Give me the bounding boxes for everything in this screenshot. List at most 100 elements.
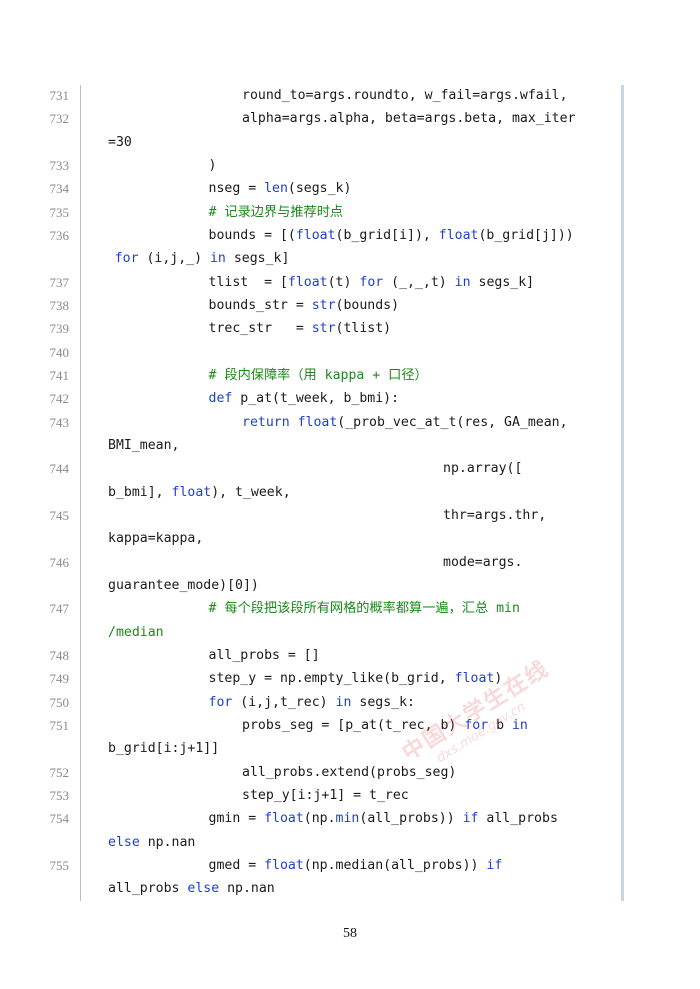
code-line: /median	[0, 621, 700, 644]
code-keyword: float	[297, 414, 338, 430]
code-line: all_probs else np.nan	[0, 877, 700, 900]
code-keyword: float	[438, 227, 479, 243]
code-keyword: float	[295, 227, 336, 243]
code-token: np.nan	[139, 834, 196, 850]
code-text: )	[209, 154, 217, 177]
code-comment: # 段内保障率（用 kappa + 口径）	[208, 367, 428, 383]
code-keyword: in	[511, 717, 528, 733]
code-line: 731 round_to=args.roundto, w_fail=args.wf…	[0, 84, 700, 107]
code-token: (np.median(all_probs))	[303, 857, 487, 873]
line-number: 739	[49, 321, 70, 337]
code-comment: /median	[108, 624, 164, 640]
code-token: thr=args.thr,	[443, 507, 547, 523]
code-token: )	[208, 157, 217, 173]
code-token: (b_grid[j]))	[478, 227, 574, 243]
code-token: probs_seg = [p_at(t_rec, b)	[242, 717, 465, 733]
code-keyword: float	[287, 274, 328, 290]
code-line: 753 step_y[i:j+1] = t_rec	[0, 784, 700, 807]
code-line: 749 step_y = np.empty_like(b_grid, float)	[0, 667, 700, 690]
code-text: probs_seg = [p_at(t_rec, b) for b in	[242, 714, 528, 737]
code-line: b_bmi], float), t_week,	[0, 481, 700, 504]
code-token: alpha=args.alpha, beta=args.beta, max_it…	[242, 111, 576, 127]
code-text: thr=args.thr,	[443, 504, 546, 527]
code-line: else np.nan	[0, 831, 700, 854]
code-text: # 记录边界与推荐时点	[209, 201, 344, 224]
code-token: nseg =	[208, 181, 265, 197]
code-keyword: in	[209, 251, 226, 267]
code-text: bounds_str = str(bounds)	[209, 294, 400, 317]
code-token: b_grid[i:j+1]]	[108, 741, 220, 757]
code-line: kappa=kappa,	[0, 527, 700, 550]
code-line: 741# 段内保障率（用 kappa + 口径）	[0, 364, 700, 387]
code-text: step_y[i:j+1] = t_rec	[242, 784, 409, 807]
line-number: 748	[49, 647, 70, 663]
code-keyword: float	[264, 857, 304, 873]
code-line: 734 nseg = len(segs_k)	[0, 177, 700, 200]
line-number: 738	[49, 297, 70, 313]
code-token: trec_str =	[208, 321, 312, 337]
code-token: np.array([	[443, 461, 523, 477]
code-token: b	[488, 717, 512, 733]
line-number: 751	[49, 717, 70, 733]
code-token: gmed =	[208, 857, 265, 873]
code-text: else np.nan	[108, 831, 195, 854]
code-text: # 每个段把该段所有网格的概率都算一遍，汇总 min	[209, 597, 520, 620]
code-keyword: if	[462, 811, 479, 827]
code-token: (bounds)	[335, 297, 400, 313]
code-text: round_to=args.roundto, w_fail=args.wfail…	[242, 84, 568, 107]
code-text: np.array([	[443, 457, 522, 480]
page-number: 58	[343, 926, 357, 941]
code-keyword: float	[454, 671, 495, 687]
code-token: p_at(t_week, b_bmi):	[232, 391, 400, 407]
line-number: 742	[49, 391, 70, 407]
line-number: 749	[49, 671, 70, 687]
code-token: (_prob_vec_at_t(res, GA_mean,	[337, 414, 568, 430]
line-number: 744	[49, 461, 70, 477]
code-token: all_probs = []	[208, 647, 320, 663]
line-number: 734	[49, 181, 70, 197]
code-token: segs_k]	[225, 251, 290, 267]
code-keyword: len	[264, 181, 288, 197]
line-number: 735	[49, 204, 70, 220]
code-text: for (i,j,t_rec) in segs_k:	[209, 691, 415, 714]
code-text: kappa=kappa,	[108, 527, 203, 550]
line-number: 736	[49, 227, 70, 243]
code-comment: # 每个段把该段所有网格的概率都算一遍，汇总 min	[208, 601, 520, 617]
code-token: np.nan	[219, 881, 275, 897]
code-token: =30	[108, 134, 132, 150]
line-number: 753	[49, 787, 70, 803]
code-keyword: return	[242, 414, 290, 430]
code-text: all_probs = []	[209, 644, 320, 667]
code-token: (_,_,t)	[383, 274, 455, 290]
code-token: mode=args.	[443, 554, 523, 570]
code-token: BMI_mean,	[108, 437, 180, 453]
code-token: step_y = np.empty_like(b_grid,	[208, 671, 455, 687]
code-token: segs_k:	[351, 694, 415, 710]
line-number: 731	[49, 88, 70, 103]
code-text: nseg = len(segs_k)	[209, 177, 352, 200]
code-text: step_y = np.empty_like(b_grid, float)	[209, 667, 503, 690]
code-keyword: in	[335, 694, 352, 710]
code-token: guarantee_mode)[0])	[108, 577, 259, 593]
code-token: (all_probs))	[359, 811, 463, 827]
code-line: b_grid[i:j+1]]	[0, 737, 700, 760]
code-keyword: float	[171, 484, 212, 500]
code-keyword: in	[454, 274, 471, 290]
line-number: 745	[49, 507, 70, 523]
code-text: def p_at(t_week, b_bmi):	[209, 387, 400, 410]
code-keyword: else	[187, 881, 220, 897]
line-number: 740	[49, 344, 70, 360]
code-keyword: for	[359, 274, 384, 290]
code-keyword: for	[464, 717, 489, 733]
code-token: ), t_week,	[211, 484, 291, 500]
code-text: for (i,j,_) in segs_k]	[115, 247, 290, 270]
code-line: 744 np.array([	[0, 457, 700, 480]
code-keyword: for	[208, 694, 233, 710]
